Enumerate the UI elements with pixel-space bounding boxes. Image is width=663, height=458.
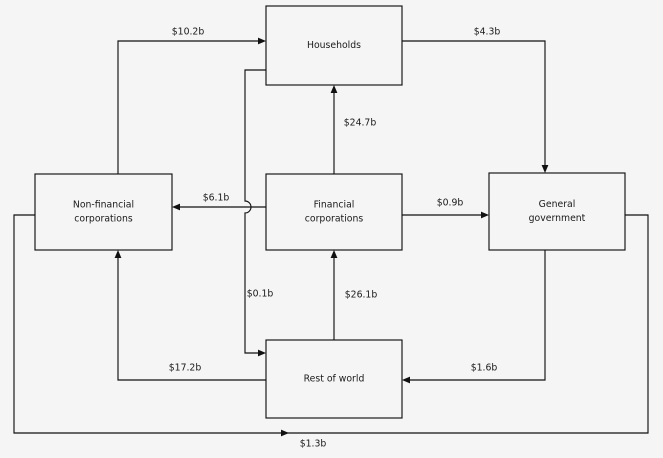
edge-households-to-government: $4.3b xyxy=(402,27,549,173)
node-label-financial-line1: Financial xyxy=(314,200,355,211)
node-label-nonfinancial-line1: Non-financial xyxy=(73,200,134,211)
node-rest-of-world[interactable]: Rest of world xyxy=(265,339,403,419)
arrow-head-icon xyxy=(330,250,338,258)
edge-nonfin-to-government: $1.3b xyxy=(13,214,649,450)
node-financial-corporations[interactable]: Financial corporations xyxy=(265,173,403,251)
edge-label-4-3b: $4.3b xyxy=(474,27,501,38)
edge-label-10-2b: $10.2b xyxy=(172,27,205,38)
node-box[interactable] xyxy=(265,173,403,251)
arrow-head-icon xyxy=(330,85,338,93)
edge-line xyxy=(244,69,266,354)
edge-label-6-1b: $6.1b xyxy=(203,193,230,204)
edge-financial-to-government: $0.9b xyxy=(402,198,489,219)
node-label-government-line1: General xyxy=(539,199,576,210)
arrow-head-icon xyxy=(114,250,122,258)
edge-label-24-7b: $24.7b xyxy=(344,118,377,129)
arrow-head-icon xyxy=(172,203,180,211)
arrow-head-icon xyxy=(258,37,266,45)
edge-label-1-6b: $1.6b xyxy=(471,363,498,374)
arrow-head-icon xyxy=(258,349,266,357)
node-general-government[interactable]: General government xyxy=(488,172,626,251)
node-label-nonfinancial-line2: corporations xyxy=(74,214,133,225)
node-label-government-line2: government xyxy=(529,213,586,224)
arrow-head-icon xyxy=(281,429,289,437)
node-box[interactable] xyxy=(265,339,403,419)
edge-line xyxy=(402,40,546,168)
node-box[interactable] xyxy=(34,173,173,251)
edge-restofworld-to-nonfin: $17.2b xyxy=(114,250,266,381)
edge-label-0-1b: $0.1b xyxy=(247,289,274,300)
edge-label-0-9b: $0.9b xyxy=(437,198,464,209)
node-label-households: Households xyxy=(307,40,361,51)
arrow-head-icon xyxy=(402,376,410,384)
edge-households-to-restofworld: $0.1b xyxy=(244,69,274,357)
arrow-head-icon xyxy=(541,165,549,173)
edge-financial-to-households: $24.7b xyxy=(330,85,377,174)
node-box[interactable] xyxy=(265,5,403,86)
edge-line xyxy=(117,40,261,174)
edge-nonfin-to-households: $10.2b xyxy=(117,27,266,174)
node-box[interactable] xyxy=(488,172,626,251)
edge-label-26-1b: $26.1b xyxy=(345,290,378,301)
node-nonfinancial-corporations[interactable]: Non-financial corporations xyxy=(34,173,173,251)
edge-financial-to-nonfin: $6.1b xyxy=(172,193,266,211)
edge-restofworld-to-financial: $26.1b xyxy=(330,250,378,340)
edge-label-1-3b: $1.3b xyxy=(300,439,327,450)
edge-label-17-2b: $17.2b xyxy=(169,363,202,374)
edge-line xyxy=(407,250,546,381)
arrow-head-icon xyxy=(481,211,489,219)
edge-line xyxy=(13,214,649,434)
node-households[interactable]: Households xyxy=(265,5,403,86)
edge-line xyxy=(117,255,266,381)
node-label-rest-of-world: Rest of world xyxy=(304,374,365,385)
edge-government-to-restofworld: $1.6b xyxy=(402,250,546,384)
node-label-financial-line2: corporations xyxy=(305,214,364,225)
